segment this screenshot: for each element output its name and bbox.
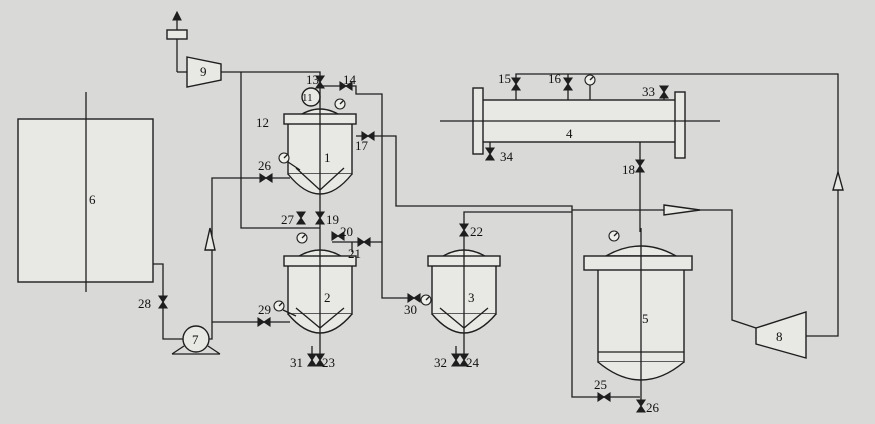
compressor-9: 9 [166, 10, 222, 88]
label-22: 22 [470, 224, 483, 239]
valve-27[interactable] [295, 211, 307, 225]
valve-29[interactable] [257, 316, 271, 328]
label-7: 7 [192, 332, 199, 347]
label-18: 18 [622, 162, 635, 177]
valve-18[interactable] [634, 159, 646, 173]
label-9: 9 [200, 64, 207, 79]
reactor-vessel-2: 2 [283, 232, 357, 360]
gauge-icon [273, 300, 297, 317]
label-32: 32 [434, 355, 447, 370]
valve-33[interactable] [658, 85, 670, 99]
reactor-vessel-1: 1 11 12 [256, 87, 357, 208]
label-24: 24 [466, 355, 480, 370]
valve-26b[interactable] [635, 399, 647, 413]
valve-25[interactable] [597, 391, 611, 403]
separator-vessel-5: 5 [583, 228, 693, 404]
valve-15[interactable] [510, 77, 522, 91]
label-13: 13 [306, 72, 319, 87]
valve-13[interactable] [314, 75, 326, 89]
gauge-icon [420, 294, 432, 306]
label-33: 33 [642, 84, 655, 99]
gauge-icon [584, 74, 596, 86]
label-17: 17 [355, 138, 369, 153]
valve-31[interactable] [306, 353, 318, 367]
valve-23[interactable] [314, 353, 326, 367]
label-11: 11 [302, 92, 313, 104]
label-15: 15 [498, 71, 511, 86]
valve-17[interactable] [361, 130, 375, 142]
gauge-icon [278, 152, 301, 171]
valve-24[interactable] [458, 353, 470, 367]
valve-34[interactable] [484, 147, 496, 161]
gauge-icon [296, 232, 308, 244]
label-29: 29 [258, 302, 271, 317]
valve-20[interactable] [331, 230, 345, 242]
gauge-icon [334, 98, 346, 110]
label-20: 20 [340, 224, 353, 239]
valve-32[interactable] [450, 353, 462, 367]
label-23: 23 [322, 355, 335, 370]
reactor-vessel-3: 3 [427, 232, 501, 360]
label-21: 21 [348, 246, 361, 261]
label-8: 8 [776, 329, 783, 344]
label-1: 1 [324, 150, 331, 165]
label-5: 5 [642, 311, 649, 326]
valve-19[interactable] [314, 211, 326, 225]
label-3: 3 [468, 290, 475, 305]
label-26b: 26 [646, 400, 660, 415]
label-6: 6 [89, 192, 96, 207]
label-27: 27 [281, 212, 295, 227]
label-30: 30 [404, 302, 417, 317]
valve-22[interactable] [458, 223, 470, 237]
label-28: 28 [138, 296, 151, 311]
label-12: 12 [256, 115, 269, 130]
label-2: 2 [324, 290, 331, 305]
label-4: 4 [566, 126, 573, 141]
label-34: 34 [500, 149, 514, 164]
valve-16[interactable] [562, 77, 574, 91]
heat-exchanger-4: 4 [440, 87, 720, 159]
pump-7: 7 [171, 325, 221, 355]
valve-21[interactable] [357, 236, 371, 248]
label-26a: 26 [258, 158, 272, 173]
valve-labels: 13 14 15 16 17 18 19 20 21 22 23 24 25 2… [138, 71, 660, 415]
pressure-gauges [273, 74, 620, 317]
compressor-8: 8 [755, 311, 807, 359]
valve-28[interactable] [157, 295, 169, 309]
label-31: 31 [290, 355, 303, 370]
valve-14[interactable] [339, 80, 353, 92]
gauge-icon [608, 230, 620, 242]
storage-tank-6: 6 [17, 92, 154, 292]
valve-26a[interactable] [259, 172, 273, 184]
label-16: 16 [548, 71, 562, 86]
label-19: 19 [326, 212, 339, 227]
label-25: 25 [594, 377, 607, 392]
valve-30[interactable] [407, 292, 421, 304]
valves [157, 75, 670, 413]
label-14: 14 [343, 72, 357, 87]
